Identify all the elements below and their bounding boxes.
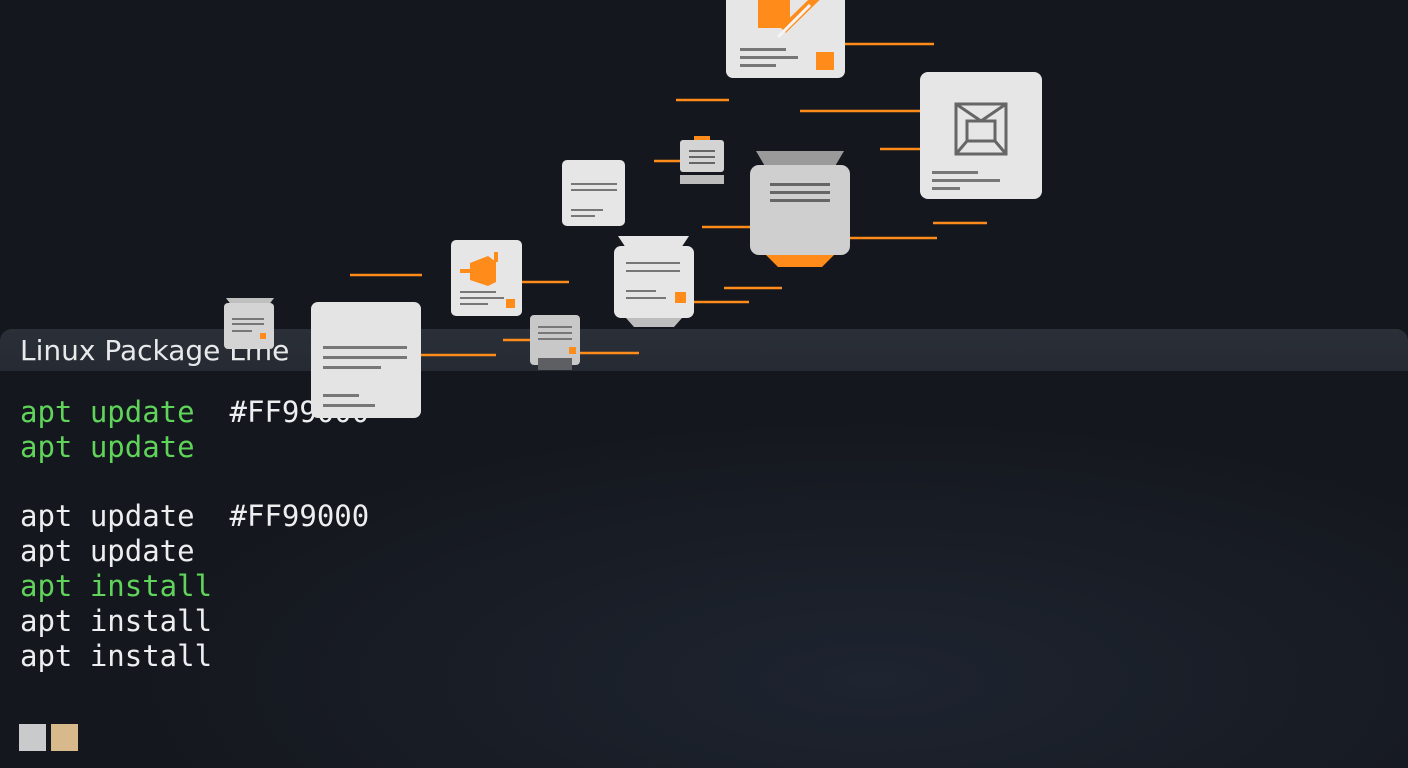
terminal-line-2: apt update [20,430,195,464]
terminal-line-4: apt update #FF99000 [20,499,369,533]
terminal-command: apt update [20,499,195,533]
terminal-command: apt update [20,430,195,464]
document-icon [562,160,625,226]
background-glow [0,370,1408,768]
link-icon [758,0,820,39]
terminal-command: apt update [20,395,195,429]
terminal-line-6: apt install [20,569,212,603]
terminal-command: apt install [20,604,213,638]
window-title: Linux Package Lme [20,334,290,367]
package-box-card [920,72,1042,199]
document-icon [311,302,421,418]
package-card [614,236,694,327]
terminal-line-5: apt update [20,534,195,568]
terminal-command: apt install [20,569,213,603]
server-icon [530,315,580,370]
terminal-line-7: apt install [20,604,212,638]
terminal-line-8: apt install [20,639,212,673]
terminal-note: #FF99000 [229,499,370,533]
server-icon [680,136,724,184]
package-box-icon [954,102,1008,156]
gray-swatch[interactable] [19,724,46,751]
server-card [750,151,850,267]
connector-lines [350,42,987,357]
terminal-command: apt install [20,639,213,673]
document-icon [224,298,274,349]
link-package-card [726,0,845,78]
plug-icon [460,252,498,286]
terminal-command: apt update [20,534,195,568]
tan-swatch[interactable] [51,724,78,751]
plug-package-card [451,240,522,316]
